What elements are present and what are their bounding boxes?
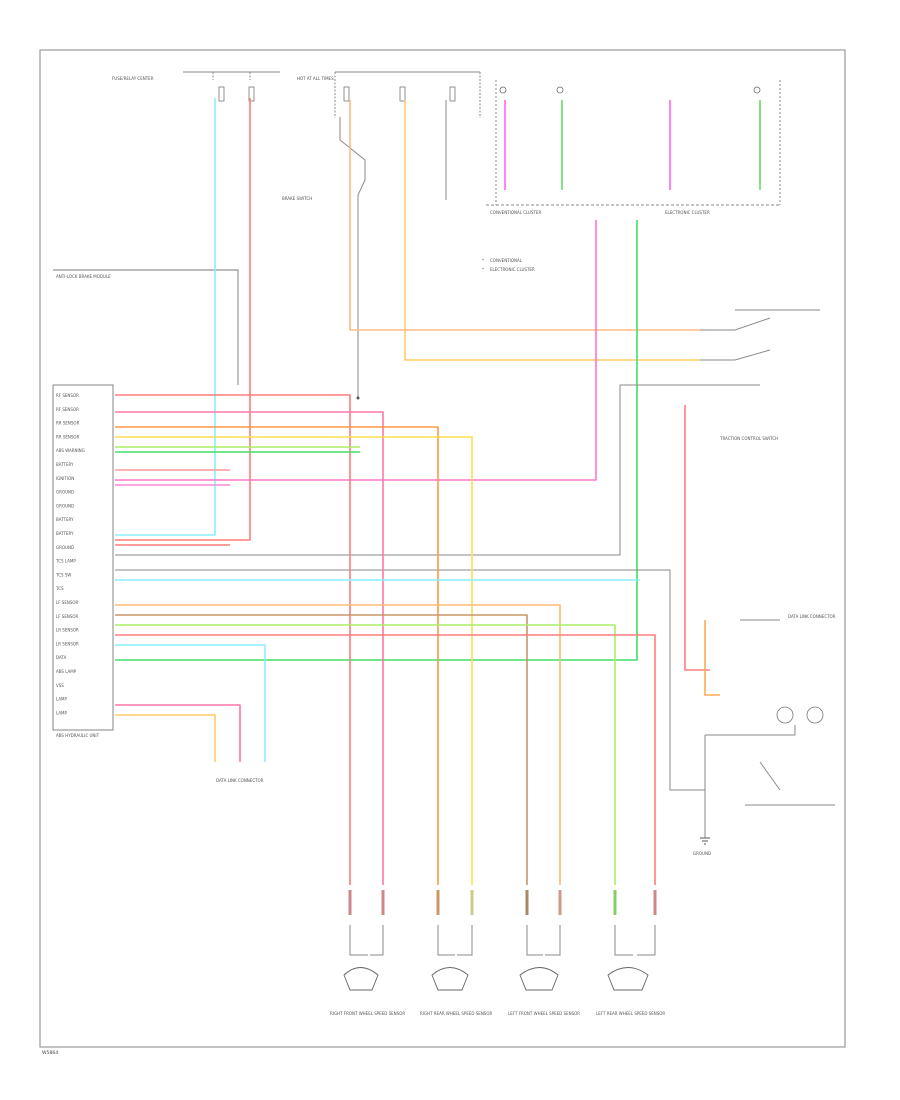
wheel-speed-sensor-rf: RIGHT FRONT WHEEL SPEED SENSOR xyxy=(330,925,405,1016)
module-pin-label: GROUND xyxy=(56,503,74,508)
lamp-icon xyxy=(806,706,824,724)
wheel-speed-sensor-lf: LEFT FRONT WHEEL SPEED SENSOR xyxy=(508,925,580,1016)
module-pin-label: DATA xyxy=(56,655,67,660)
lamp-icon xyxy=(499,86,507,94)
data-link-label: DATA LINK CONNECTOR xyxy=(788,614,836,619)
legend-item: ELECTRONIC CLUSTER xyxy=(490,267,535,272)
sensor-label: RIGHT FRONT WHEEL SPEED SENSOR xyxy=(330,1011,405,1016)
module-pin-label: BATTERY xyxy=(56,462,74,467)
wheel-speed-sensor-icon xyxy=(431,967,469,991)
cluster-label: CONVENTIONAL CLUSTER xyxy=(490,210,541,215)
diagram-frame xyxy=(39,49,846,1048)
sensor-connectors xyxy=(348,890,657,915)
legend: * CONVENTIONAL * ELECTRONIC CLUSTER xyxy=(482,258,535,272)
lamp-group-right: GROUND xyxy=(693,706,835,856)
module-pin-label: LAMP xyxy=(56,710,68,715)
module-pin-label: LR SENSOR xyxy=(56,628,79,633)
lamp-icon xyxy=(776,706,794,724)
wheel-speed-sensor-lr: LEFT REAR WHEEL SPEED SENSOR xyxy=(596,925,665,1016)
data-link-bottom-label: DATA LINK CONNECTOR xyxy=(216,778,264,783)
sensor-label: RIGHT REAR WHEEL SPEED SENSOR xyxy=(420,1011,492,1016)
lamp-icon xyxy=(753,86,761,94)
fuse-block-left: FUSE/RELAY CENTER xyxy=(112,71,280,102)
module-pin-label: RR SENSOR xyxy=(56,434,80,439)
wheel-speed-sensor-icon xyxy=(607,967,649,991)
brake-switch-label: BRAKE SWITCH xyxy=(282,196,312,201)
sensor-label: LEFT REAR WHEEL SPEED SENSOR xyxy=(596,1011,665,1016)
fuse-icon xyxy=(399,86,406,102)
module-pin-label: ABS WARNING xyxy=(56,448,85,453)
module-pin-label: LF SENSOR xyxy=(56,614,79,619)
legend-item: * xyxy=(482,258,484,263)
wheel-speed-sensor-rr: RIGHT REAR WHEEL SPEED SENSOR xyxy=(420,925,492,1016)
fuse-block-label: HOT AT ALL TIMES xyxy=(297,76,334,81)
module-pin-label: RR SENSOR xyxy=(56,421,80,426)
wheel-speed-sensor-icon xyxy=(343,967,379,991)
module-pin-label: TCS LAMP xyxy=(55,559,76,564)
legend-item: * xyxy=(482,267,484,272)
module-pin-label: GROUND xyxy=(56,490,74,495)
legend-item: CONVENTIONAL xyxy=(490,258,523,263)
wheel-speed-sensor-icon xyxy=(519,967,559,991)
anti-lock-brake-module: ANTI-LOCK BRAKE MODULE ABS HYDRAULIC UNI… xyxy=(52,269,239,738)
fuse-icon xyxy=(218,86,225,102)
instrument-cluster: CONVENTIONAL CLUSTER ELECTRONIC CLUSTER xyxy=(486,80,781,215)
module-pin-label: BATTERY xyxy=(56,531,74,536)
fuse-block-center: HOT AT ALL TIMES xyxy=(297,71,481,118)
module-pin-label: TCS SW xyxy=(55,572,71,577)
module-pin-label: BATTERY xyxy=(56,517,74,522)
lamp-icon xyxy=(556,86,564,94)
cluster-label: ELECTRONIC CLUSTER xyxy=(665,210,710,215)
module-pin-label: LR SENSOR xyxy=(56,641,79,646)
module-pin-label: TCS xyxy=(55,586,64,591)
module-label: ABS HYDRAULIC UNIT xyxy=(56,733,100,738)
fuse-block-label: FUSE/RELAY CENTER xyxy=(112,76,154,81)
fuse-icon xyxy=(449,86,456,102)
module-pin-label: RF SENSOR xyxy=(56,393,79,398)
module-pin-label: LAMP xyxy=(56,697,68,702)
module-pin-label: VSS xyxy=(56,683,64,688)
module-pin-label: IGNITION xyxy=(56,476,74,481)
module-label: ANTI-LOCK BRAKE MODULE xyxy=(56,274,111,279)
module-pin-label: ABS LAMP xyxy=(56,669,77,674)
fuse-icon xyxy=(343,86,350,102)
fuse-icon xyxy=(248,86,255,102)
module-pin-label: LF SENSOR xyxy=(56,600,79,605)
module-pin-labels: RF SENSOR RF SENSOR RR SENSOR RR SENSOR ABS … xyxy=(55,393,85,715)
ground-symbol-icon xyxy=(700,837,710,845)
traction-switch-label: TRACTION CONTROL SWITCH xyxy=(719,436,778,441)
sensor-label: LEFT FRONT WHEEL SPEED SENSOR xyxy=(508,1011,580,1016)
module-pin-label: RF SENSOR xyxy=(56,407,79,412)
ground-label: GROUND xyxy=(693,851,711,856)
module-pin-label: GROUND xyxy=(56,545,74,550)
page-code: W5864 xyxy=(42,1050,58,1056)
